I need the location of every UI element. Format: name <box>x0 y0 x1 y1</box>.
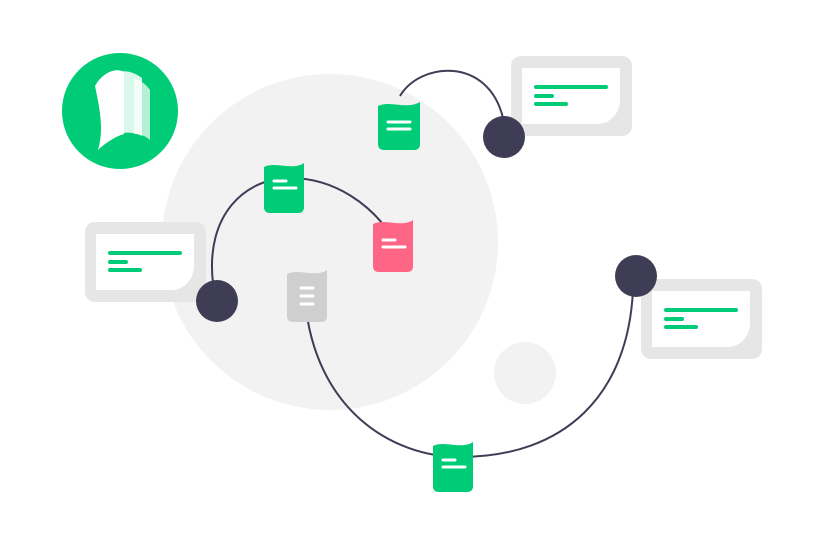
document-icon-top <box>378 102 420 150</box>
app-logo <box>62 53 178 169</box>
backdrop-circle-small <box>494 342 556 404</box>
node-dot-top-right <box>483 116 525 158</box>
connector-arc-top <box>399 69 504 119</box>
book-icon <box>95 70 150 150</box>
message-card-top-right <box>511 56 632 136</box>
node-dot-left <box>196 280 238 322</box>
text-lines-icon <box>534 85 608 106</box>
backdrop-circle-large <box>162 74 498 410</box>
document-icon-green-left <box>264 163 304 213</box>
message-card-left <box>85 222 206 302</box>
document-icon-bottom <box>433 442 473 492</box>
document-icon-gray <box>287 270 327 322</box>
node-dot-right <box>615 255 657 297</box>
text-lines-icon <box>108 251 182 272</box>
document-icon-pink <box>373 220 413 272</box>
message-card-right <box>641 279 762 359</box>
text-lines-icon <box>664 308 738 329</box>
